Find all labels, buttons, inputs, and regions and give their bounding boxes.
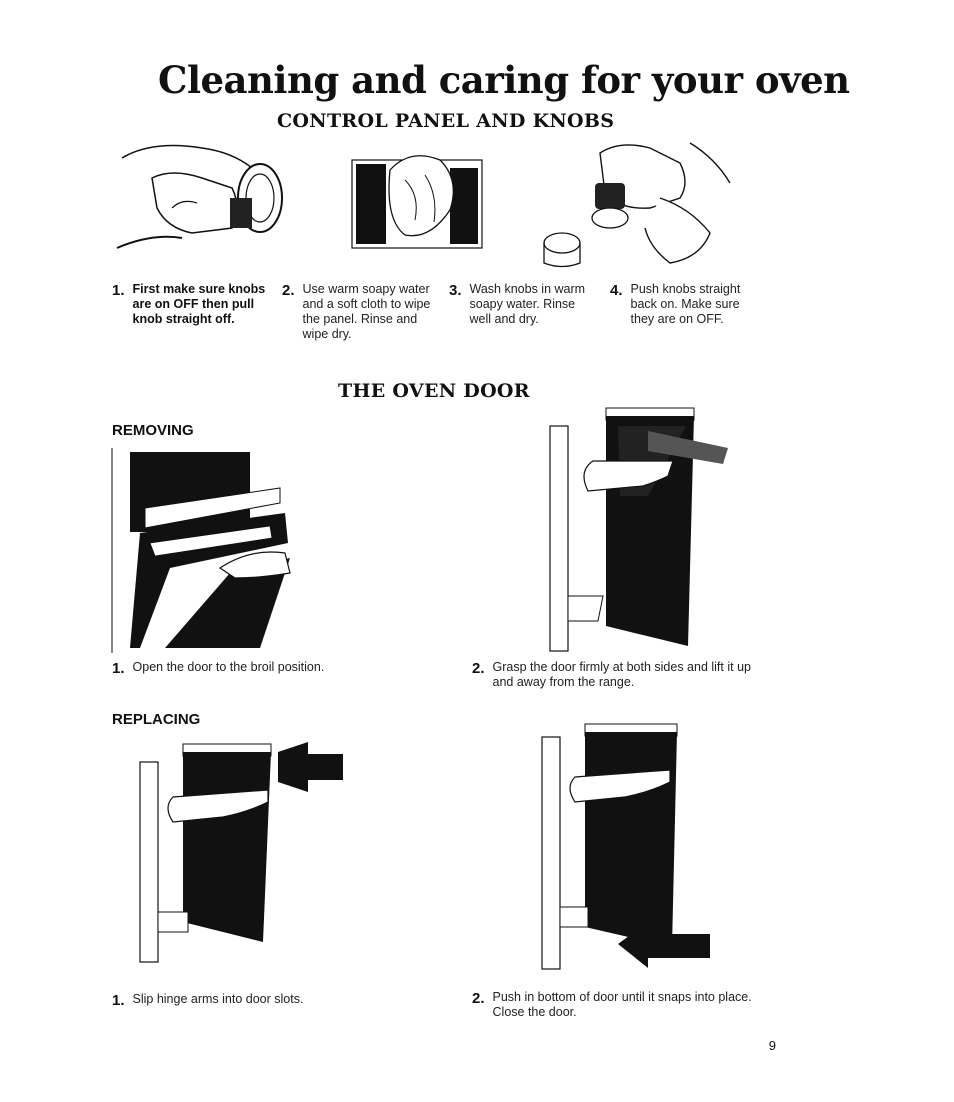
oven-door-heading: THE OVEN DOOR xyxy=(338,380,530,402)
step-text: Slip hinge arms into door slots. xyxy=(132,992,304,1006)
control-step-2: 2. Use warm soapy water and a soft cloth… xyxy=(282,282,432,342)
open-door-broil-illustration xyxy=(111,448,291,653)
page-number: 9 xyxy=(768,1038,776,1053)
step-number: 2. xyxy=(282,282,295,299)
step-number: 4. xyxy=(610,282,623,299)
step-text: Push knobs straight back on. Make sure t… xyxy=(630,282,741,326)
step-number: 1. xyxy=(112,660,125,677)
removing-step-2: 2. Grasp the door firmly at both sides a… xyxy=(472,660,772,690)
step-number: 3. xyxy=(449,282,462,299)
control-step-3: 3. Wash knobs in warm soapy water. Rinse… xyxy=(449,282,599,327)
lift-door-illustration xyxy=(549,407,728,652)
wash-knobs-illustration xyxy=(543,142,731,268)
wipe-panel-illustration xyxy=(351,155,483,249)
control-step-4: 4. Push knobs straight back on. Make sur… xyxy=(610,282,760,327)
step-text: Open the door to the broil position. xyxy=(132,660,325,674)
pull-knob-illustration xyxy=(116,144,283,249)
step-text: First make sure knobs are on OFF then pu… xyxy=(132,282,266,326)
control-step-1: 1. First make sure knobs are on OFF then… xyxy=(112,282,267,327)
replacing-label: REPLACING xyxy=(112,711,201,728)
replacing-step-2: 2. Push in bottom of door until it snaps… xyxy=(472,990,772,1020)
step-number: 1. xyxy=(112,282,125,299)
replacing-step-1: 1. Slip hinge arms into door slots. xyxy=(112,992,442,1009)
removing-step-1: 1. Open the door to the broil position. xyxy=(112,660,442,677)
step-text: Grasp the door firmly at both sides and … xyxy=(492,660,751,689)
step-text: Wash knobs in warm soapy water. Rinse we… xyxy=(469,282,586,326)
step-number: 2. xyxy=(472,990,485,1007)
step-text: Push in bottom of door until it snaps in… xyxy=(492,990,752,1019)
removing-label: REMOVING xyxy=(112,422,194,439)
step-text: Use warm soapy water and a soft cloth to… xyxy=(302,282,431,341)
hinge-arms-illustration xyxy=(139,742,343,963)
step-number: 2. xyxy=(472,660,485,677)
control-panel-heading: CONTROL PANEL AND KNOBS xyxy=(277,110,615,132)
page-title: Cleaning and caring for your oven xyxy=(158,58,850,102)
step-number: 1. xyxy=(112,992,125,1009)
push-door-illustration xyxy=(541,723,710,970)
